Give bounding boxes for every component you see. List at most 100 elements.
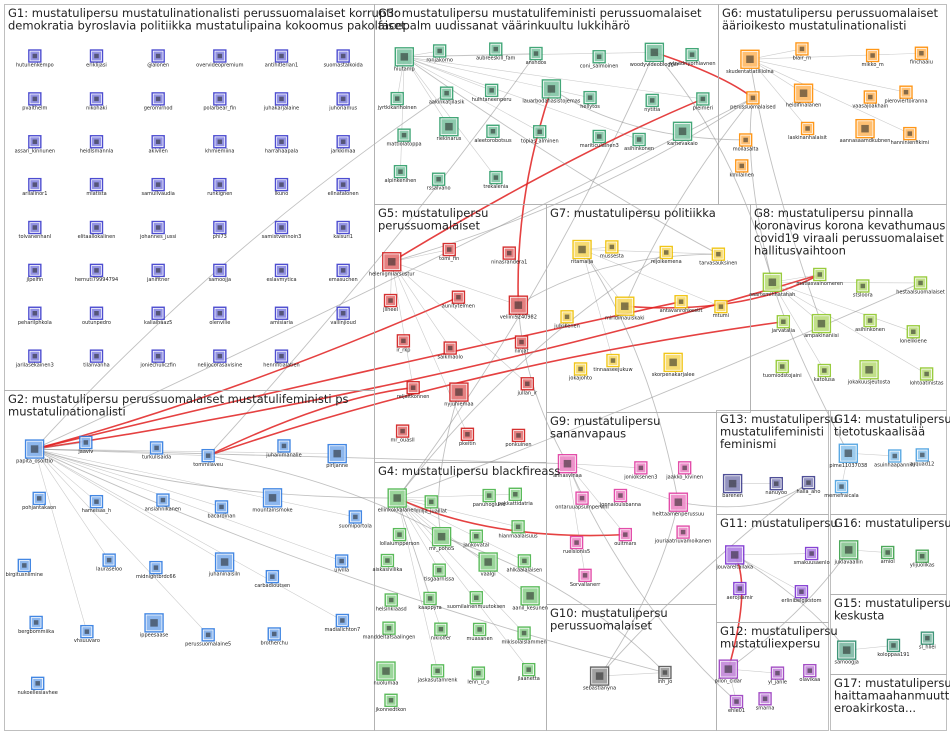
node-aleetorobotsus[interactable]: aleetorobotsus bbox=[474, 124, 512, 144]
node-juhakarjalaine[interactable]: juhakarjalaine bbox=[263, 92, 299, 112]
node-pakkattidatria[interactable]: pakkattidatria bbox=[498, 487, 533, 507]
node-samistvennoin3[interactable]: samistvennoin3 bbox=[262, 220, 302, 241]
node-tuomiodstojaini[interactable]: tuomiodstojaini bbox=[763, 359, 802, 380]
node-perussuomalaine5[interactable]: perussuomalaine5 bbox=[185, 628, 231, 648]
node-emasuchen[interactable]: emasuchen bbox=[329, 263, 358, 283]
node-tisgaarnissa[interactable]: tisgaarnissa bbox=[424, 563, 454, 583]
node-muasanen[interactable]: muasanen bbox=[467, 622, 493, 642]
node-ninjat[interactable]: ninjat bbox=[514, 335, 529, 355]
node-annasvinaa[interactable]: annasvinaa bbox=[553, 454, 582, 480]
node-eslavmytica[interactable]: eslavmytica bbox=[266, 263, 297, 283]
node-asihinkonen[interactable]: asihinkonen bbox=[855, 313, 885, 334]
node-samoogja[interactable]: samoogja bbox=[835, 640, 859, 666]
node-jarvatalia[interactable]: jarvatalia bbox=[771, 315, 795, 335]
node-peharilphkola[interactable]: peharilphkola bbox=[18, 306, 52, 326]
node-ellnatalonen[interactable]: ellnatalonen bbox=[328, 177, 359, 198]
node-mr-pohos[interactable]: mr_pohoS bbox=[429, 526, 454, 553]
node-mlatista[interactable]: mlatista bbox=[86, 177, 107, 198]
node-henrifitialatien[interactable]: henrifitialatien bbox=[263, 349, 300, 369]
node-jokakuusjeutosta[interactable]: jokakuusjeutosta bbox=[847, 360, 890, 386]
node-hameisas-h[interactable]: hameisas_h bbox=[82, 494, 112, 514]
node-inh-jo[interactable]: inh_jo bbox=[658, 665, 673, 686]
node-juhaninaisiln[interactable]: juhaninaisiln bbox=[208, 552, 241, 578]
node-eriklijasi[interactable]: eriklijasi bbox=[86, 49, 107, 69]
node-heidlsmannla[interactable]: heidlsmannla bbox=[80, 135, 114, 155]
node-rssalvano[interactable]: rssalvano bbox=[427, 172, 451, 192]
node-reljaitkonnen[interactable]: reljaitkonnen bbox=[397, 381, 430, 401]
node-jonnaloulsbanna[interactable]: jonnaloulsbanna bbox=[599, 488, 641, 509]
node-topias-alminen[interactable]: topias_alminen bbox=[521, 125, 559, 145]
node-vhsuuvaro[interactable]: vhsuuvaro bbox=[74, 624, 100, 645]
node-olenvilie[interactable]: olenvilie bbox=[209, 306, 230, 326]
node-ritamaija[interactable]: ritamaija bbox=[571, 239, 593, 265]
node-hanninienfikimi[interactable]: hanninienfikimi bbox=[891, 126, 929, 147]
node-aunitytelmen[interactable]: aunitytelmen bbox=[442, 290, 475, 310]
node-nelijocorasavisine[interactable]: nelijocorasavisine bbox=[198, 349, 243, 369]
node-perussuomalaised[interactable]: perussuomalaised bbox=[730, 91, 776, 111]
node-vaasajoakhain[interactable]: vaasajoakhain bbox=[852, 90, 888, 110]
node-khmiemiina[interactable]: khmiemiina bbox=[205, 135, 234, 155]
node-antavanrohkeetit[interactable]: antavanrohkeetit bbox=[660, 295, 703, 315]
node-rejoikemena[interactable]: rejoikemena bbox=[651, 245, 682, 265]
node-katolusa[interactable]: katolusa bbox=[814, 363, 835, 384]
node-finchaaiu[interactable]: finchaaiu bbox=[910, 46, 933, 66]
node-mtumi[interactable]: mtumi bbox=[713, 299, 729, 320]
node-matiasvainomeren[interactable]: matiasvainomeren bbox=[796, 267, 843, 287]
node-lonelikiene[interactable]: lonelikiene bbox=[900, 325, 927, 345]
node-nikiolfer[interactable]: nikiolfer bbox=[431, 622, 452, 642]
node-aanil-kesunen[interactable]: aanil_kesunen bbox=[512, 586, 548, 612]
node-aubreeskill-fam[interactable]: aubreeskill_fam bbox=[476, 42, 516, 62]
node-jarilasekainen3[interactable]: jarilasekainen3 bbox=[15, 349, 54, 369]
node-akivilen[interactable]: akivilen bbox=[148, 135, 168, 155]
node-tilanvanha[interactable]: tilanvanha bbox=[83, 349, 110, 369]
node-ronjakorno[interactable]: ronjakorno bbox=[426, 44, 453, 64]
node-ehle01[interactable]: ehle01 bbox=[728, 694, 745, 715]
node-nuolumaa[interactable]: nuolumaa bbox=[374, 661, 399, 687]
node-lauarbodahasistojemas[interactable]: lauarbodahasistojemas bbox=[522, 79, 581, 105]
node-jaakko-kivinen[interactable]: jaakko_kivinen bbox=[665, 461, 703, 481]
node-ir-rkp[interactable]: ir_rkp bbox=[396, 334, 410, 354]
node-uivilla[interactable]: uivilla bbox=[334, 554, 349, 574]
node-olavikaa[interactable]: olavikaa bbox=[799, 663, 820, 684]
node-asihinkonen[interactable]: asihinkonen bbox=[624, 132, 654, 153]
node-ylijuolikas[interactable]: ylijuolikas bbox=[910, 549, 935, 569]
node-nytitia[interactable]: nytitia bbox=[644, 93, 660, 113]
node-jaskasutamrenk[interactable]: jaskasutamrenk bbox=[417, 664, 458, 684]
node-ippeesaase[interactable]: ippeesaase bbox=[140, 613, 168, 639]
node-skudentatiatillioina[interactable]: skudentatiatillioina bbox=[726, 49, 774, 75]
node-overvideopremium[interactable]: overvideopremium bbox=[196, 49, 244, 69]
node-samullvaudia[interactable]: samullvaudia bbox=[142, 177, 175, 198]
node-smakuusaenlo[interactable]: smakuusaenlo bbox=[794, 546, 830, 567]
node-juhanimanalie[interactable]: juhanimanalie bbox=[265, 439, 302, 459]
node-smarna[interactable]: smarna bbox=[756, 692, 775, 712]
node-mr-ouasll[interactable]: mr_ouasll bbox=[391, 424, 415, 444]
node-koloppaa191[interactable]: koloppaa191 bbox=[877, 638, 910, 658]
node-bergbommiika[interactable]: bergbommiika bbox=[18, 615, 54, 635]
node-ahlkaalalaisen[interactable]: ahlkaalalaisen bbox=[507, 554, 543, 574]
node-erlinibelgikstom[interactable]: erlinibelgikstom bbox=[781, 585, 822, 605]
node-stsloora[interactable]: stsloora bbox=[853, 279, 873, 299]
node-johannes-jussi[interactable]: johannes_jussi bbox=[139, 220, 176, 241]
node-mussesta[interactable]: mussesta bbox=[600, 240, 624, 260]
node-janifitner[interactable]: janifitner bbox=[146, 263, 170, 283]
node-nikohaki[interactable]: nikohaki bbox=[86, 92, 107, 112]
node-assari-kinnunen[interactable]: assari_kinnunen bbox=[15, 135, 56, 155]
node-karhevakaio[interactable]: karhevakaio bbox=[667, 121, 698, 147]
node-ellinkokkalanen[interactable]: ellinkokkalanen bbox=[378, 488, 417, 514]
node-yl-janle[interactable]: yl_janle bbox=[768, 666, 787, 686]
node-antihitlerian1[interactable]: antihitlerian1 bbox=[265, 49, 298, 69]
node-sorvallanerr[interactable]: Sorvallanerr bbox=[570, 568, 601, 588]
node-birgitusnlimine[interactable]: birgitusnlimine bbox=[6, 558, 43, 578]
node-lkuno[interactable]: lkuno bbox=[275, 177, 289, 198]
node-brotherchu[interactable]: brotherchu bbox=[261, 627, 288, 647]
node-nukoellesiavhee[interactable]: nukoellesiavhee bbox=[17, 676, 58, 696]
node-heittaamenperussuu[interactable]: heittaamenperussuu bbox=[652, 492, 704, 518]
node-asuinhaapannilu[interactable]: asuinhaapannilu bbox=[874, 449, 915, 469]
node-polarbear-fin[interactable]: polarbear_fin bbox=[203, 92, 236, 112]
node-arilalinor1[interactable]: arilalinor1 bbox=[22, 177, 47, 198]
node-jllheel[interactable]: jllheel bbox=[382, 293, 398, 314]
node-nanuyoo[interactable]: nanuyoo bbox=[765, 476, 787, 497]
node-tommilaveu[interactable]: tommilaveu bbox=[193, 448, 223, 469]
node-kaisuri1[interactable]: kaisuri1 bbox=[333, 220, 353, 241]
node-mikisolaislammen[interactable]: mikisolaislammen bbox=[502, 626, 547, 646]
